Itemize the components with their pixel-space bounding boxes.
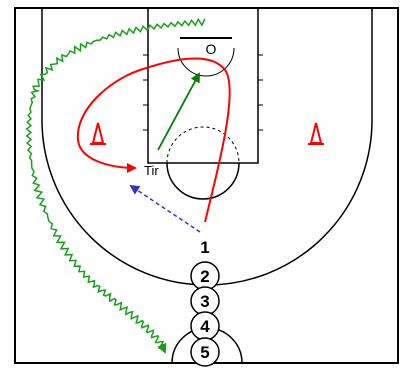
shot-label: Tir xyxy=(144,163,159,178)
player-1: 1 xyxy=(200,238,209,257)
dribble-path xyxy=(25,17,206,354)
player-2-label: 2 xyxy=(200,267,209,286)
cone-icon xyxy=(90,122,106,145)
cone-icon xyxy=(308,122,324,145)
player-5: 5 xyxy=(190,337,220,367)
cut-path xyxy=(76,57,231,223)
player-1-label: 1 xyxy=(200,238,209,257)
free-throw-circle-dashed xyxy=(166,126,240,164)
hoop-icon: O xyxy=(206,41,217,57)
player-2: 2 xyxy=(190,261,220,291)
pass-arrow xyxy=(157,72,200,151)
player-4-label: 4 xyxy=(200,317,210,336)
player-3: 3 xyxy=(190,286,220,316)
player-3-label: 3 xyxy=(200,292,209,311)
free-throw-circle xyxy=(166,162,240,200)
hoop-label: O xyxy=(206,41,217,57)
player-5-label: 5 xyxy=(200,343,209,362)
lane-hash-marks xyxy=(143,54,263,131)
player-4: 4 xyxy=(190,311,220,341)
paint-key xyxy=(147,7,259,164)
